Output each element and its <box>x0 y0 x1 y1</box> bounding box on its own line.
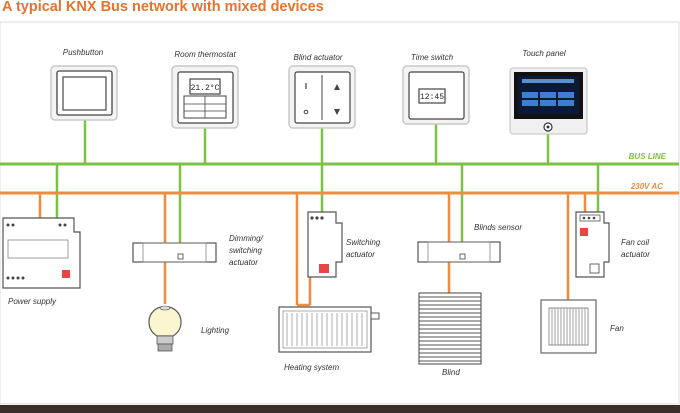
bottom-photo-strip <box>0 405 680 413</box>
touch-panel-label: Touch panel <box>522 49 566 58</box>
blinds-sensor-label: Blinds sensor <box>474 223 522 232</box>
fan-coil-label-line2: actuator <box>621 250 650 259</box>
blinds-sensor-device <box>417 241 501 263</box>
thermostat-label: Room thermostat <box>174 50 236 59</box>
time-switch-display: 12:45 <box>420 93 444 102</box>
blind-actuator-label: Blind actuator <box>294 53 343 62</box>
light-bulb-icon <box>148 305 182 352</box>
lighting-label: Lighting <box>201 326 230 335</box>
thermostat-device <box>171 65 239 129</box>
bus-connectors <box>55 115 600 243</box>
switching-actuator-device <box>307 211 343 278</box>
dimming-label-line3: actuator <box>229 258 258 267</box>
switching-label-line2: actuator <box>346 250 375 259</box>
switching-label-line1: Switching <box>346 238 381 247</box>
blind-icon <box>418 292 482 365</box>
fan-icon <box>540 299 597 354</box>
heating-label: Heating system <box>284 363 339 372</box>
touch-panel-device <box>509 67 588 135</box>
radiator-icon <box>278 306 380 353</box>
bus-line-label: BUS LINE <box>629 152 667 161</box>
blind-label: Blind <box>442 368 460 377</box>
diagram-frame <box>0 21 680 405</box>
power-supply-device <box>2 217 81 289</box>
dimming-label-line2: switching <box>229 246 262 255</box>
pushbutton-device <box>50 65 118 121</box>
blind-actuator-device <box>288 65 356 129</box>
time-switch-device <box>402 65 470 125</box>
dimming-label-line1: Dimming/ <box>229 234 264 243</box>
fan-coil-actuator-device <box>575 211 610 278</box>
thermostat-display: 21.2°C <box>191 84 220 93</box>
fan-label: Fan <box>610 324 624 333</box>
page-title: A typical KNX Bus network with mixed dev… <box>2 0 324 15</box>
fan-coil-label-line1: Fan coil <box>621 238 649 247</box>
power-supply-label: Power supply <box>8 297 57 306</box>
time-switch-label: Time switch <box>411 53 454 62</box>
pushbutton-label: Pushbutton <box>63 48 104 57</box>
ac-line-label: 230V AC <box>630 182 663 191</box>
dimming-actuator-device <box>132 242 217 263</box>
